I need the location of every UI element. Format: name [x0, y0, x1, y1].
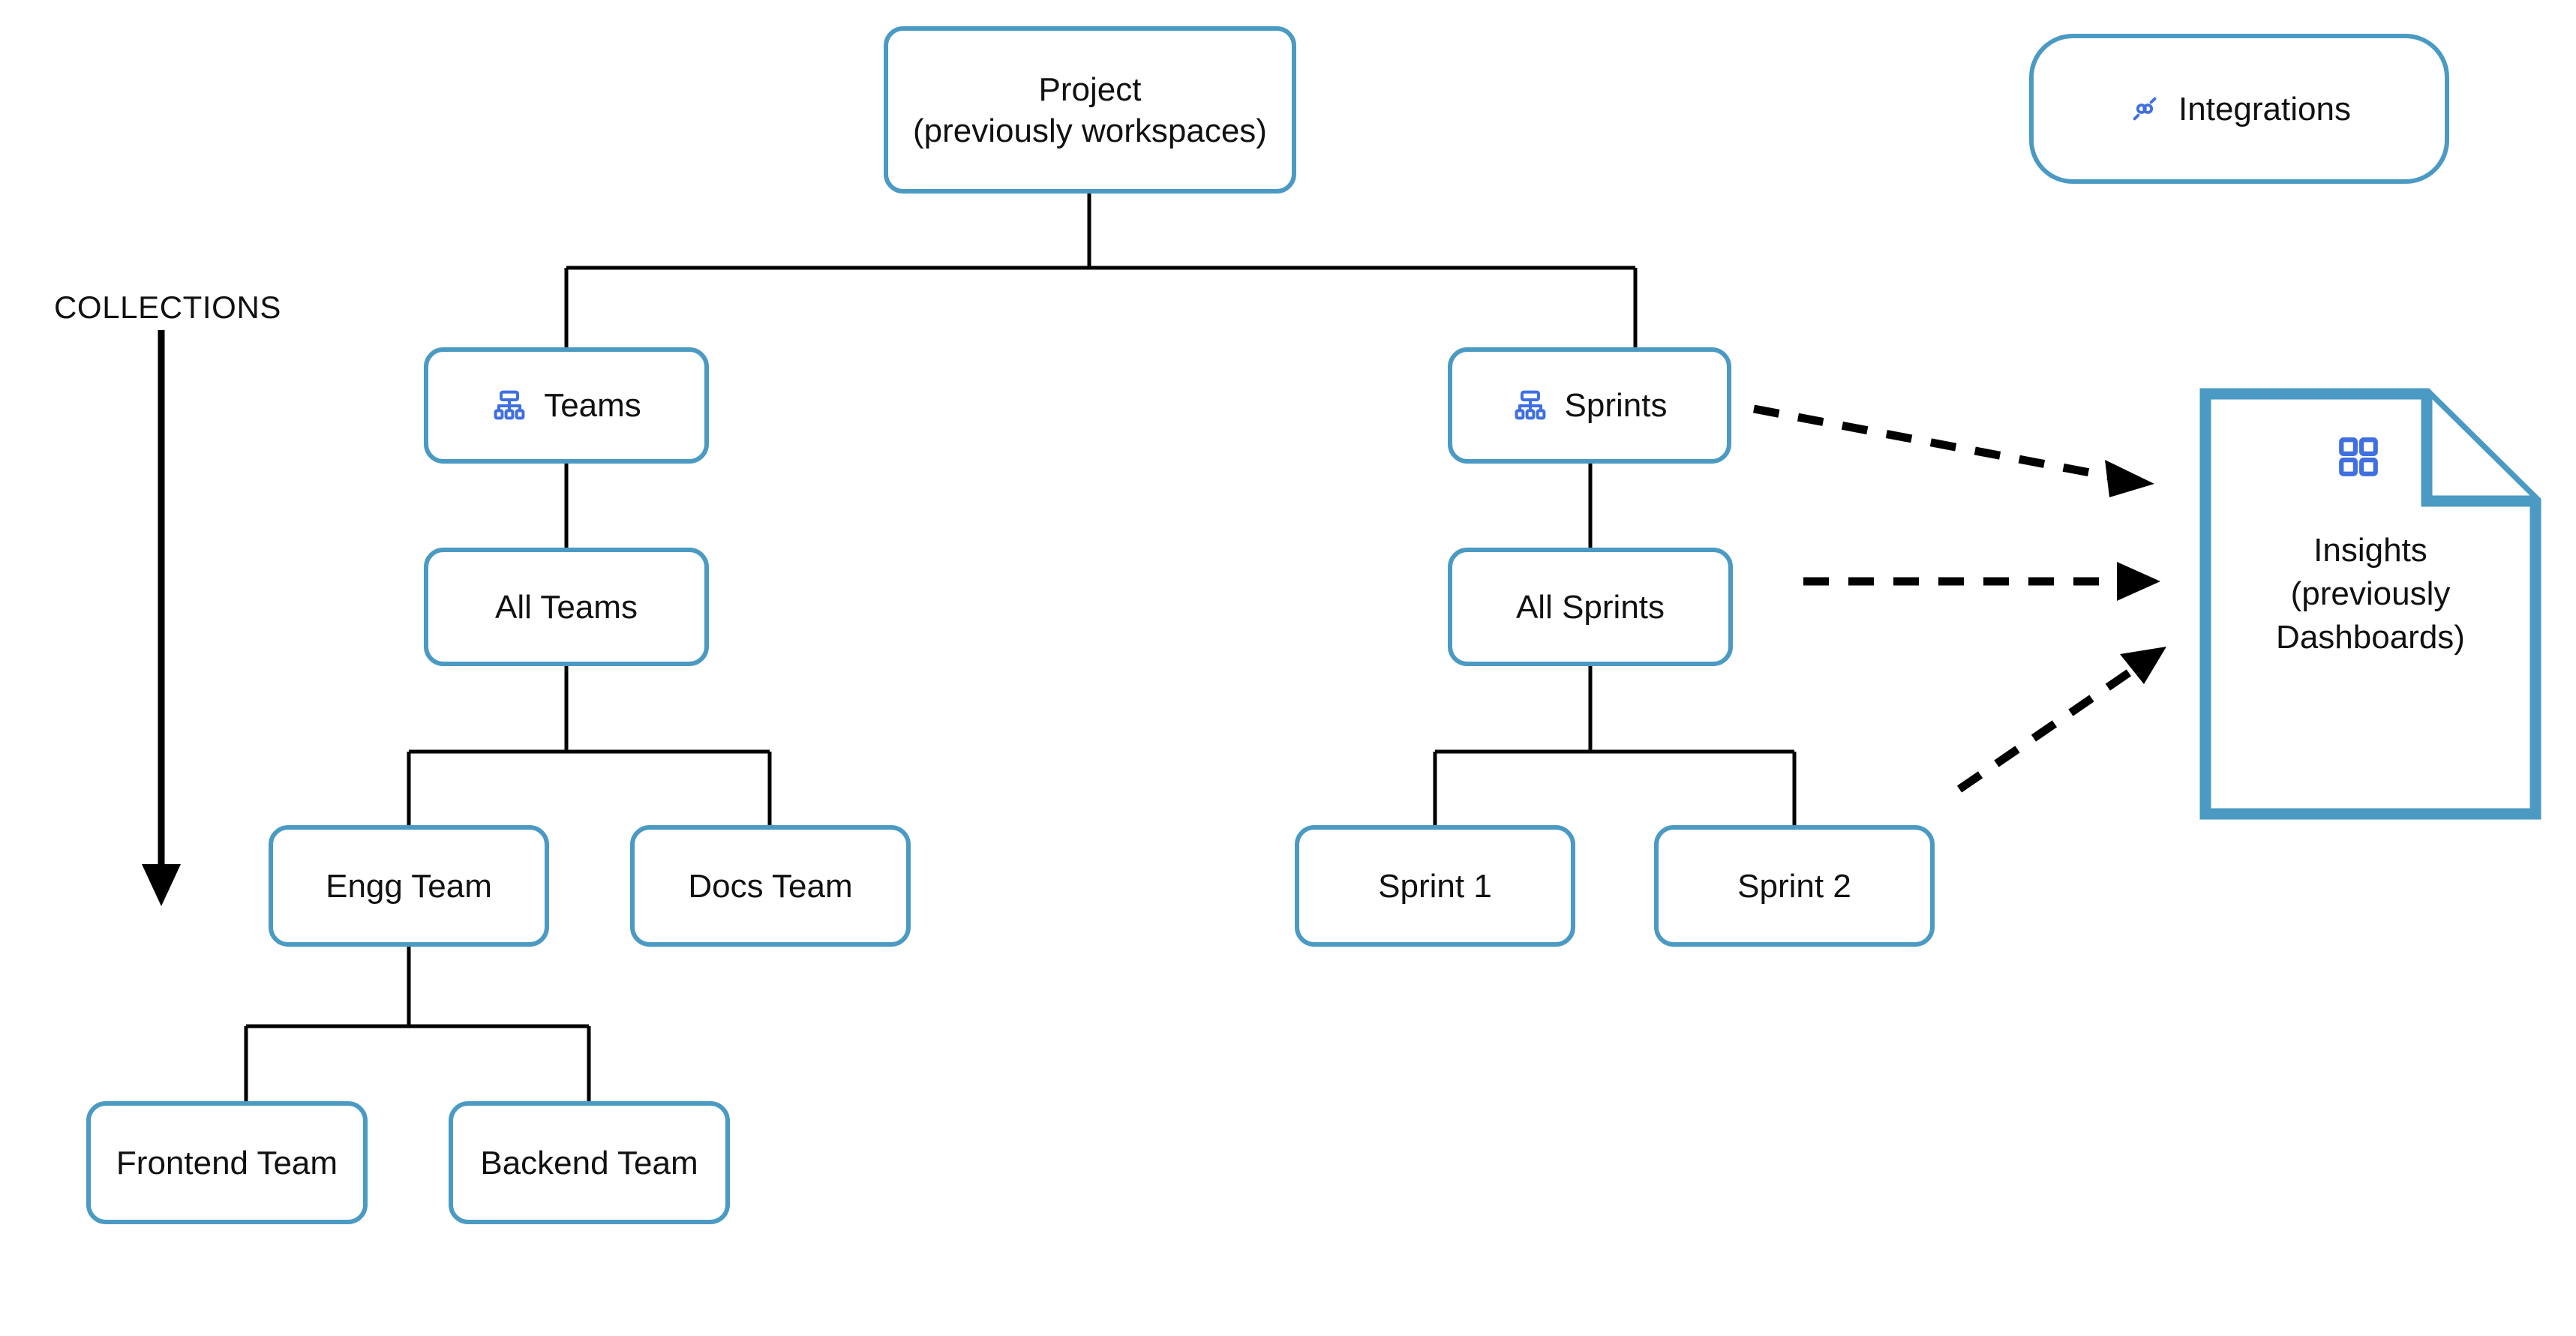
node-backend-team[interactable]: Backend Team [449, 1101, 730, 1224]
node-docs-team[interactable]: Docs Team [630, 825, 911, 947]
node-insights-label: Insights (previously Dashboards) [2276, 532, 2465, 656]
node-sprint-1-label: Sprint 1 [1378, 867, 1492, 905]
dashed-arrowhead-top [2105, 460, 2154, 497]
node-sprint-2[interactable]: Sprint 2 [1654, 825, 1935, 947]
node-all-teams-label: All Teams [495, 588, 638, 626]
plug-link-icon [2127, 92, 2162, 126]
node-teams-label: Teams [544, 387, 641, 424]
node-sprint-1[interactable]: Sprint 1 [1295, 825, 1575, 947]
node-project[interactable]: Project (previously workspaces) [884, 26, 1296, 194]
node-backend-team-label: Backend Team [480, 1144, 698, 1181]
node-all-sprints-label: All Sprints [1515, 588, 1665, 626]
dashboard-grid-icon [2335, 434, 2382, 484]
edge-sprint2-to-insights [1956, 665, 2137, 793]
dashed-arrowhead-middle [2117, 562, 2160, 601]
node-all-teams[interactable]: All Teams [424, 548, 709, 666]
node-engg-team[interactable]: Engg Team [269, 825, 549, 947]
node-frontend-team-label: Frontend Team [116, 1144, 338, 1181]
node-frontend-team[interactable]: Frontend Team [86, 1101, 368, 1224]
org-chart-icon [491, 388, 527, 424]
dashed-arrowhead-bottom [2120, 647, 2166, 684]
node-engg-team-label: Engg Team [326, 867, 492, 905]
node-sprints[interactable]: Sprints [1448, 347, 1731, 464]
org-chart-icon [1512, 388, 1548, 424]
node-integrations-label: Integrations [2178, 90, 2351, 128]
node-integrations[interactable]: Integrations [2029, 34, 2449, 184]
node-insights[interactable]: Insights (previously Dashboards) [2194, 383, 2547, 825]
node-all-sprints[interactable]: All Sprints [1448, 548, 1733, 666]
node-project-label: Project (previously workspaces) [913, 71, 1267, 149]
node-sprint-2-label: Sprint 2 [1737, 867, 1851, 905]
node-docs-team-label: Docs Team [688, 867, 853, 905]
node-teams[interactable]: Teams [424, 347, 709, 464]
collections-arrow-head [142, 864, 181, 906]
node-sprints-label: Sprints [1564, 387, 1668, 424]
collections-label: COLLECTIONS [54, 290, 281, 325]
edge-sprints-to-insights [1752, 404, 2123, 483]
document-shape [2199, 388, 2541, 820]
